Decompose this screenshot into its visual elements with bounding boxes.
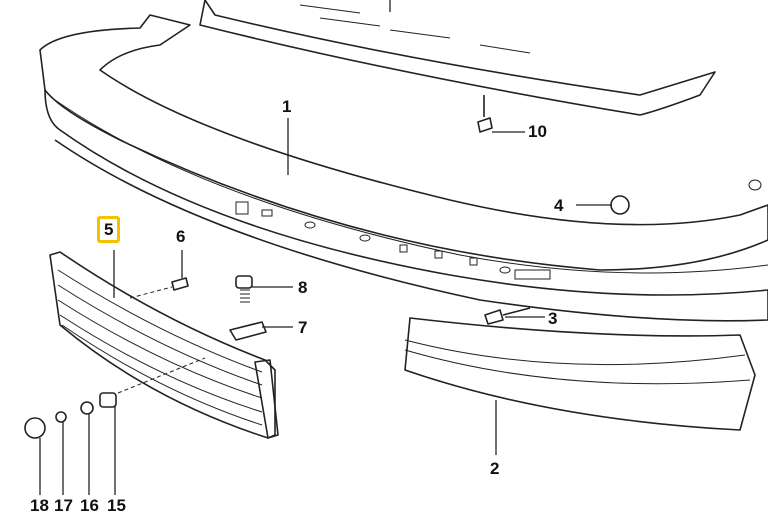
callout-4[interactable]: 4 [554, 196, 564, 215]
callout-7[interactable]: 7 [298, 318, 308, 337]
fasteners [24, 95, 630, 439]
bumper-part-1 [39, 14, 768, 322]
callout-18[interactable]: 18 [30, 496, 49, 512]
callout-16[interactable]: 16 [80, 496, 99, 512]
leader-lines [39, 118, 612, 495]
callout-10[interactable]: 10 [528, 122, 547, 141]
callout-1[interactable]: 1 [282, 97, 292, 116]
bumper-part-2 [404, 317, 756, 431]
callout-2[interactable]: 2 [490, 459, 500, 478]
callout-6[interactable]: 6 [176, 227, 186, 246]
callout-8[interactable]: 8 [298, 278, 308, 297]
callout-15[interactable]: 15 [107, 496, 126, 512]
grille-part-5 [49, 251, 279, 439]
callout-17[interactable]: 17 [54, 496, 73, 512]
callout-3[interactable]: 3 [548, 309, 558, 328]
upper-panel [199, 0, 716, 116]
callout-5-highlighted[interactable]: 5 [97, 216, 121, 243]
